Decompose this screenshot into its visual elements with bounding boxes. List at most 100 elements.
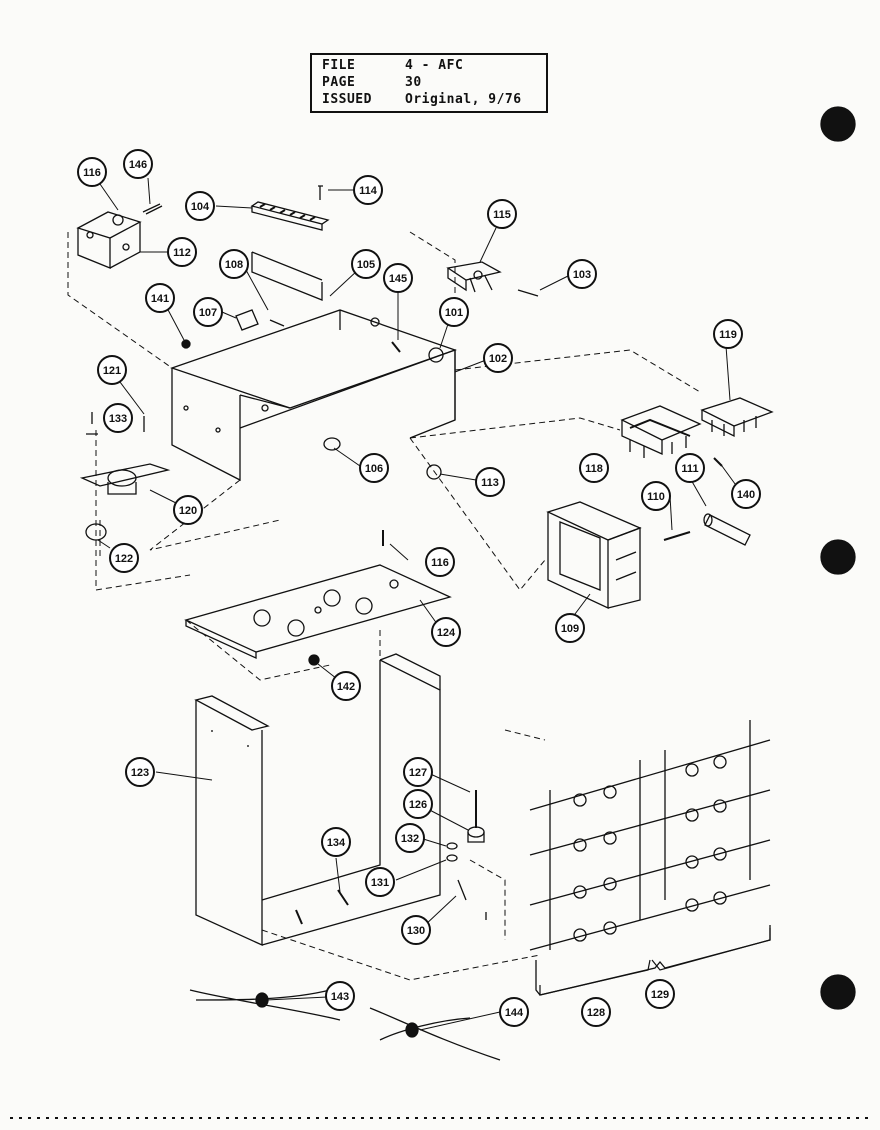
callout-116: 116 [77, 157, 107, 187]
bushing-113 [426, 464, 442, 480]
binder-hole-middle [820, 539, 856, 575]
svg-text:133: 133 [109, 413, 127, 425]
svg-text:134: 134 [327, 837, 346, 849]
svg-text:118: 118 [585, 463, 603, 475]
callout-122: 122 [109, 543, 139, 573]
svg-text:144: 144 [505, 1007, 524, 1019]
callout-130: 130 [401, 915, 431, 945]
svg-text:111: 111 [681, 463, 698, 475]
enclosure-123 [194, 653, 441, 947]
callout-134: 134 [321, 827, 351, 857]
mounting-plate-124 [184, 564, 452, 660]
screw-130-alt [295, 909, 303, 925]
callout-111: 111 [675, 453, 705, 483]
callout-109: 109 [555, 613, 585, 643]
callout-127: 127 [403, 757, 433, 787]
svg-text:119: 119 [719, 329, 737, 341]
svg-text:131: 131 [371, 877, 389, 889]
callout-132: 132 [395, 823, 425, 853]
svg-text:113: 113 [481, 477, 499, 489]
svg-text:105: 105 [357, 259, 375, 271]
terminal-strip-part [250, 201, 330, 231]
svg-text:106: 106 [365, 463, 383, 475]
callout-128: 128 [581, 997, 611, 1027]
nut-142 [308, 654, 320, 666]
svg-text:112: 112 [173, 247, 191, 259]
screw-140 [713, 457, 723, 467]
svg-text:145: 145 [389, 273, 407, 285]
callout-140: 140 [731, 479, 761, 509]
screw-134 [337, 889, 349, 906]
hardware-130 [457, 879, 487, 920]
screw-103 [517, 289, 539, 297]
callout-141: 141 [145, 283, 175, 313]
callout-101: 101 [439, 297, 469, 327]
callout-116b: 116 [425, 547, 455, 577]
svg-text:130: 130 [407, 925, 425, 937]
svg-text:128: 128 [587, 1007, 605, 1019]
svg-text:116: 116 [83, 167, 101, 179]
svg-text:114: 114 [359, 185, 378, 197]
thermostat-bracket-120 [79, 463, 171, 495]
svg-text:123: 123 [131, 767, 149, 779]
fuse-block-109 [546, 501, 642, 610]
svg-text:108: 108 [225, 259, 243, 271]
grommet-122 [85, 523, 107, 541]
svg-text:103: 103 [573, 269, 591, 281]
svg-text:124: 124 [437, 627, 456, 639]
svg-text:107: 107 [199, 307, 217, 319]
svg-text:127: 127 [409, 767, 427, 779]
title-value-file: 4 - AFC [405, 58, 464, 73]
relay-115 [446, 261, 502, 293]
svg-text:116: 116 [431, 557, 449, 569]
callout-124: 124 [431, 617, 461, 647]
title-label-issued: ISSUED [322, 92, 372, 107]
svg-text:122: 122 [115, 553, 133, 565]
screw-114 [318, 185, 323, 200]
svg-text:146: 146 [129, 159, 147, 171]
callout-107: 107 [193, 297, 223, 327]
svg-text:142: 142 [337, 681, 355, 693]
callout-102: 102 [483, 343, 513, 373]
callout-129: 129 [645, 979, 675, 1009]
callout-106: 106 [359, 453, 389, 483]
screw-110 [663, 531, 691, 541]
fuse-111 [703, 513, 751, 546]
callout-119: 119 [713, 319, 743, 349]
callout-144: 144 [499, 997, 529, 1027]
callout-121: 121 [97, 355, 127, 385]
callout-123: 123 [125, 757, 155, 787]
binder-hole-top [820, 106, 856, 142]
washer-132 [446, 842, 458, 850]
callout-115: 115 [487, 199, 517, 229]
screw-145 [391, 341, 401, 353]
svg-text:121: 121 [103, 365, 121, 377]
svg-text:104: 104 [191, 201, 210, 213]
callout-103: 103 [567, 259, 597, 289]
callout-118: 118 [579, 453, 609, 483]
contactor-118 [620, 405, 702, 458]
title-value-page: 30 [405, 75, 422, 90]
svg-text:102: 102 [489, 353, 507, 365]
callout-131: 131 [365, 867, 395, 897]
terminal-stud-127 [467, 790, 485, 843]
svg-text:115: 115 [493, 209, 511, 221]
title-label-page: PAGE [322, 75, 356, 90]
svg-text:132: 132 [401, 833, 419, 845]
callout-120: 120 [173, 495, 203, 525]
screw-133 [86, 412, 98, 435]
control-box-102 [169, 309, 457, 482]
wire-connector-144 [405, 1022, 419, 1038]
bracket-105 [251, 251, 323, 301]
terminal-107 [235, 309, 259, 331]
callout-145: 145 [383, 263, 413, 293]
callout-133: 133 [103, 403, 133, 433]
svg-text:141: 141 [151, 293, 169, 305]
screw-146 [142, 203, 163, 215]
contactor-119 [700, 397, 774, 438]
svg-text:101: 101 [445, 307, 463, 319]
callout-113: 113 [475, 467, 505, 497]
callout-104: 104 [185, 191, 215, 221]
callout-143: 143 [325, 981, 355, 1011]
group-bracket-128-129 [539, 928, 771, 996]
